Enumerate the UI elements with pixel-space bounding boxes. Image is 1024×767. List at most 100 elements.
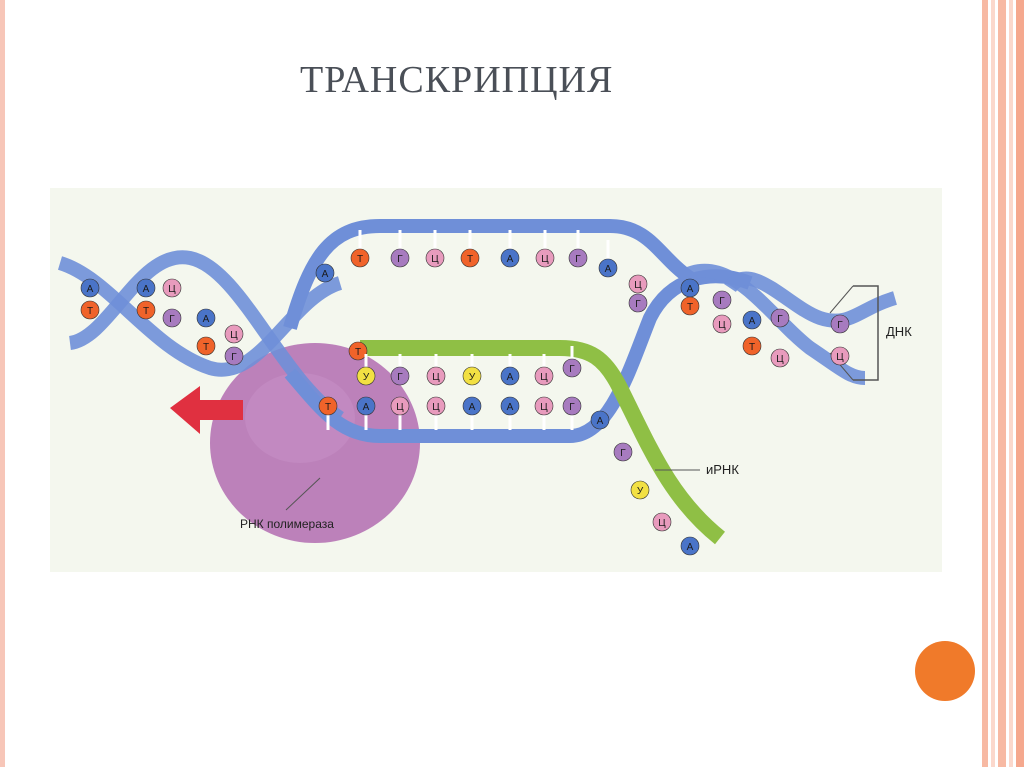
right-helix-bottom-nucleotide-0 xyxy=(680,296,700,316)
right-helix-bottom-nucleotide-1-letter: Ц xyxy=(718,320,726,331)
mrna-nucleotide-0-letter: Т xyxy=(355,347,361,358)
mrna-nucleotide-0 xyxy=(348,341,368,361)
right-helix-bottom-nucleotide-4 xyxy=(830,346,850,366)
top-strand-nucleotide-10 xyxy=(628,293,648,313)
dna-bracket xyxy=(853,285,879,381)
template-strand-nucleotide-7-letter: Г xyxy=(569,402,575,413)
top-strand-nucleotide-7-letter: Г xyxy=(575,254,581,265)
left-helix-bottom-nucleotide-4-letter: Г xyxy=(231,352,237,363)
template-strand-nucleotide-5-letter: А xyxy=(507,402,514,413)
left-helix-bottom-nucleotide-1-letter: Т xyxy=(143,306,149,317)
left-helix-bottom-nucleotide-1 xyxy=(136,300,156,320)
template-strand-nucleotide-1 xyxy=(356,396,376,416)
top-strand-nucleotide-8-letter: А xyxy=(605,264,612,275)
top-strand-nucleotide-2 xyxy=(390,248,410,268)
orange-dot-decoration xyxy=(915,641,975,701)
right-helix-top-nucleotide-1-letter: Г xyxy=(719,296,725,307)
left-helix-bottom-nucleotide-2-letter: Г xyxy=(169,314,175,325)
left-helix-strand-2 xyxy=(68,250,345,424)
mrna-tail-nucleotide-1 xyxy=(613,442,633,462)
mrna-nucleotide-7 xyxy=(562,358,582,378)
left-helix-bottom-nucleotide-0-letter: Т xyxy=(87,306,93,317)
template-strand-nucleotide-2 xyxy=(390,396,410,416)
mrna-tail-nucleotide-4 xyxy=(680,536,700,556)
right-helix-bottom-nucleotide-3-letter: Ц xyxy=(776,354,784,365)
template-strand-nucleotide-0 xyxy=(318,396,338,416)
left-helix-bottom-nucleotide-4 xyxy=(224,346,244,366)
left-helix-bottom-nucleotide-3-letter: Т xyxy=(203,342,209,353)
template-strand-nucleotide-3 xyxy=(426,396,446,416)
template-strand-nucleotide-5 xyxy=(500,396,520,416)
top-strand-nucleotide-9 xyxy=(628,274,648,294)
polymerase-label: РНК полимераза xyxy=(240,517,334,531)
mrna-tail-nucleotide-3-letter: Ц xyxy=(658,518,666,529)
left-helix-top-nucleotide-3 xyxy=(196,308,216,328)
right-helix-top-nucleotide-3-letter: Г xyxy=(777,314,783,325)
top-strand-nucleotide-1 xyxy=(350,248,370,268)
right-helix-strand-1 xyxy=(676,263,866,385)
right-helix-bottom-nucleotide-1 xyxy=(712,314,732,334)
right-helix-bottom-nucleotide-3 xyxy=(770,348,790,368)
mrna-tail-nucleotide-0 xyxy=(590,410,610,430)
polymerase-pointer xyxy=(285,477,321,511)
mrna-nucleotide-6-letter: Ц xyxy=(540,372,548,383)
right-helix-bottom-nucleotide-2-letter: Т xyxy=(749,342,755,353)
left-helix-bottom-nucleotide-2 xyxy=(162,308,182,328)
template-strand-nucleotide-1-letter: А xyxy=(363,402,370,413)
left-helix-bottom-nucleotide-0 xyxy=(80,300,100,320)
right-helix-top-nucleotide-4 xyxy=(830,314,850,334)
template-strand-nucleotide-7 xyxy=(562,396,582,416)
right-stripe-4 xyxy=(1009,0,1013,767)
mrna-nucleotide-1-letter: У xyxy=(363,372,370,383)
left-helix-top-nucleotide-2 xyxy=(162,278,182,298)
left-helix-top-nucleotide-1-letter: А xyxy=(143,284,150,295)
template-strand-nucleotide-6-letter: Ц xyxy=(540,402,548,413)
mrna-nucleotide-3-letter: Ц xyxy=(432,372,440,383)
mrna-nucleotide-2 xyxy=(390,366,410,386)
right-helix-bottom-nucleotide-0-letter: Т xyxy=(687,302,693,313)
left-helix-top-nucleotide-0-letter: А xyxy=(87,284,94,295)
right-helix-top-nucleotide-2 xyxy=(742,310,762,330)
right-helix-top-nucleotide-4-letter: Г xyxy=(837,320,843,331)
top-strand-nucleotide-9-letter: Ц xyxy=(634,280,642,291)
rna-polymerase-highlight xyxy=(245,373,355,463)
top-strand-nucleotide-3 xyxy=(425,248,445,268)
template-strand-nucleotide-4-letter: А xyxy=(469,402,476,413)
top-strand-nucleotide-3-letter: Ц xyxy=(431,254,439,265)
left-helix-top-nucleotide-4 xyxy=(224,324,244,344)
top-strand-nucleotide-6 xyxy=(535,248,555,268)
left-helix-bottom-nucleotide-3 xyxy=(196,336,216,356)
direction-arrow-icon xyxy=(170,386,243,434)
slide-title: ТРАНСКРИПЦИЯ xyxy=(300,59,614,101)
mrna-tail-nucleotide-2 xyxy=(630,480,650,500)
mrna-strand xyxy=(360,340,726,545)
mrna-nucleotide-4-letter: У xyxy=(469,372,476,383)
top-strand-nucleotide-5 xyxy=(500,248,520,268)
right-helix-top-nucleotide-1 xyxy=(712,290,732,310)
mrna-tail-nucleotide-1-letter: Г xyxy=(620,448,626,459)
mrna-nucleotide-5 xyxy=(500,366,520,386)
top-strand-nucleotide-6-letter: Ц xyxy=(541,254,549,265)
right-helix-top-nucleotide-2-letter: А xyxy=(749,316,756,327)
right-helix-bottom-nucleotide-4-letter: Ц xyxy=(836,352,844,363)
right-helix-top-nucleotide-0-letter: А xyxy=(687,284,694,295)
mrna-nucleotide-1 xyxy=(356,366,376,386)
top-strand-nucleotide-7 xyxy=(568,248,588,268)
left-helix-top-nucleotide-2-letter: Ц xyxy=(168,284,176,295)
right-helix-bottom-nucleotide-2 xyxy=(742,336,762,356)
mrna-tail-nucleotide-0-letter: А xyxy=(597,416,604,427)
right-helix-top-nucleotide-3 xyxy=(770,308,790,328)
left-helix-top-nucleotide-1 xyxy=(136,278,156,298)
right-stripe-3 xyxy=(998,0,1006,767)
top-strand-nucleotide-10-letter: Г xyxy=(635,299,641,310)
left-helix-top-nucleotide-3-letter: А xyxy=(203,314,210,325)
right-helix-strand-2 xyxy=(724,271,898,328)
mrna-nucleotide-6 xyxy=(534,366,554,386)
top-strand-nucleotide-0-letter: А xyxy=(322,269,329,280)
mrna-tail-nucleotide-3 xyxy=(652,512,672,532)
left-helix-top-nucleotide-0 xyxy=(80,278,100,298)
mrna-label: иРНК xyxy=(706,462,739,477)
template-strand-nucleotide-0-letter: Т xyxy=(325,402,331,413)
